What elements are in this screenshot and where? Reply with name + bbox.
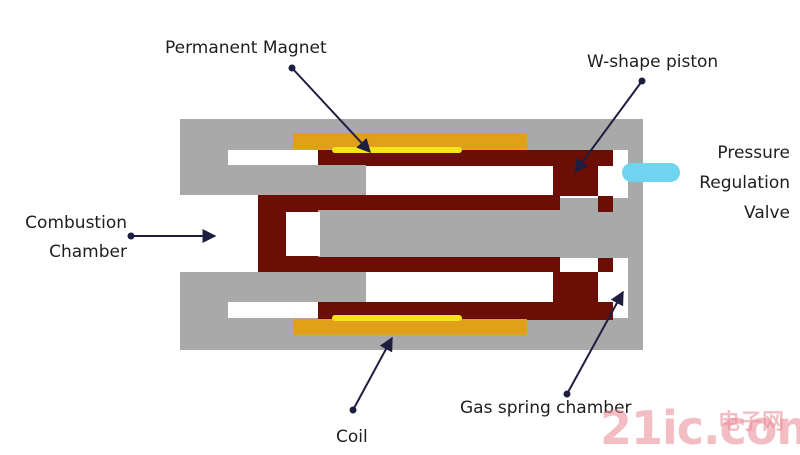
watermark: 21ic.com 电子网: [600, 402, 800, 454]
lower-wall: [228, 272, 366, 302]
watermark-chinese: 电子网: [718, 410, 785, 435]
label-permanent-magnet: Permanent Magnet: [165, 38, 327, 58]
center-rod: [318, 210, 643, 257]
label-pressure-line2: Regulation: [699, 173, 790, 193]
gas-spring-chamber-lower: [598, 272, 628, 302]
coil-top: [293, 133, 527, 149]
pointer-combustion: [127, 229, 217, 243]
label-pressure-line3: Valve: [744, 203, 790, 223]
magnet-bottom: [332, 315, 462, 321]
label-combustion-line2: Chamber: [49, 242, 127, 262]
magnet-top: [332, 147, 462, 153]
pointer-coil: [349, 336, 393, 414]
upper-wall: [228, 165, 366, 195]
label-coil: Coil: [336, 427, 368, 447]
coil-bottom: [293, 319, 527, 335]
pressure-valve-shape: [622, 163, 680, 182]
label-pressure-regulation-valve: Pressure Regulation Valve: [640, 138, 790, 228]
watermark-main: 21ic.com: [600, 401, 800, 455]
pointer-magnet: [288, 64, 371, 154]
label-pressure-line1: Pressure: [717, 143, 790, 163]
label-gas-spring-chamber: Gas spring chamber: [460, 398, 632, 418]
label-combustion-line1: Combustion: [25, 213, 127, 233]
pointer-piston: [574, 77, 646, 174]
label-w-shape-piston: W-shape piston: [587, 52, 719, 72]
label-combustion-chamber: Combustion Chamber: [0, 209, 127, 267]
piston-inner-notch: [286, 212, 320, 256]
pointer-gas-spring: [563, 290, 624, 398]
